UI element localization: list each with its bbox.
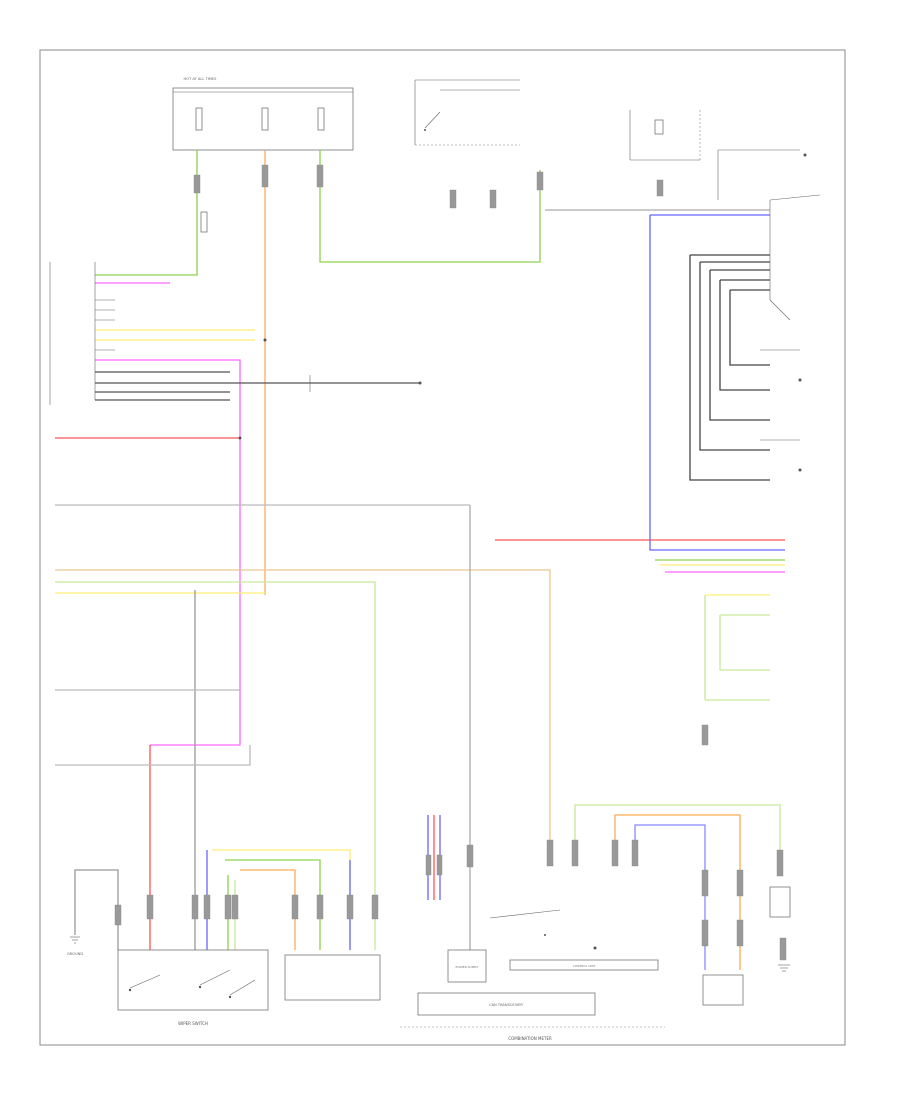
inline-fuse bbox=[200, 211, 208, 233]
diagram-frame bbox=[39, 49, 846, 1046]
right-connector bbox=[760, 153, 821, 472]
wire-blue-bottom bbox=[634, 824, 706, 970]
power-supply-label: POWER SUPPLY bbox=[456, 965, 479, 969]
wiper-sub-box bbox=[284, 954, 381, 1001]
wire-light-green bbox=[55, 581, 376, 950]
wire-blue-right bbox=[649, 215, 785, 551]
wiper-switch-label: WIPER SWITCH bbox=[178, 1021, 208, 1026]
ground-label: GROUND bbox=[67, 952, 83, 956]
right-fuse bbox=[769, 886, 791, 918]
connector-markers bbox=[114, 164, 787, 961]
wire-green-left bbox=[95, 150, 198, 276]
can-transceiver-label: CAN TRANSCEIVER bbox=[489, 1003, 523, 1007]
control-unit-label: CONTROL UNIT bbox=[573, 964, 596, 968]
wiper-motor-box bbox=[702, 974, 744, 1006]
wire-gray-5 bbox=[55, 745, 251, 766]
wire-ground-left bbox=[74, 869, 119, 950]
wire-pink bbox=[95, 359, 241, 746]
top-right-component bbox=[629, 110, 800, 200]
left-connector bbox=[49, 262, 422, 440]
combination-meter-label: COMBINATION METER bbox=[508, 1036, 552, 1041]
wire-green-top bbox=[319, 150, 541, 263]
wire-lg-bottom bbox=[574, 804, 781, 850]
wire-tan bbox=[55, 569, 551, 840]
fuse-block-label: HOT AT ALL TIMES bbox=[184, 77, 218, 81]
combination-meter bbox=[400, 909, 665, 1028]
ground-symbol-left bbox=[70, 936, 80, 944]
relay-switch bbox=[414, 79, 520, 146]
fuse-block bbox=[172, 87, 354, 151]
wire-orange-bottom bbox=[614, 814, 741, 970]
wire-dark-bundle bbox=[689, 255, 770, 481]
wiper-switch-box bbox=[117, 949, 269, 1011]
ground-symbol-right bbox=[778, 964, 790, 972]
